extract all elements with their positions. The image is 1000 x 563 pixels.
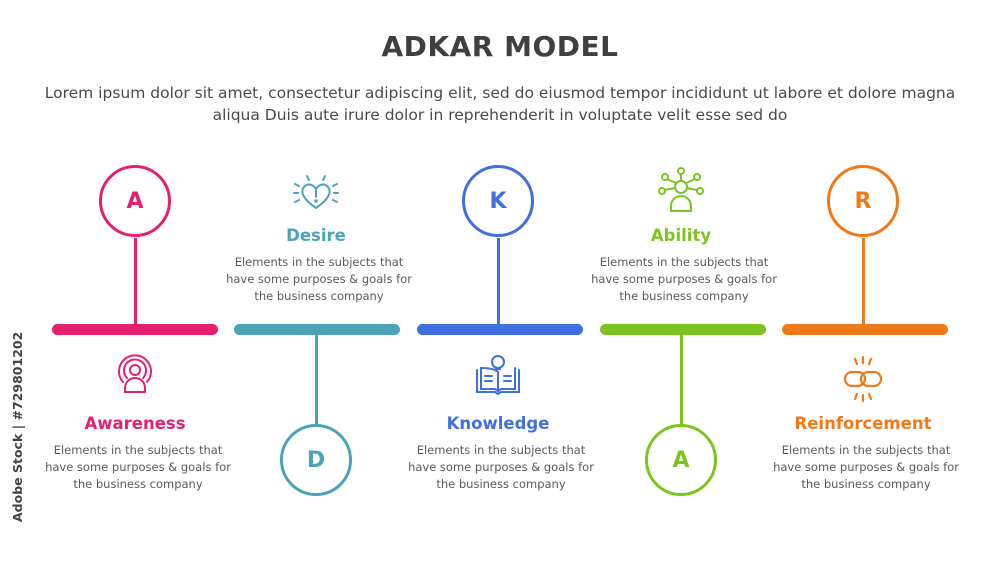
heart-alert-icon bbox=[289, 168, 343, 222]
step-description-desire: Elements in the subjects that have some … bbox=[226, 255, 412, 303]
person-broadcast-icon bbox=[108, 348, 162, 402]
page-subtitle: Lorem ipsum dolor sit amet, consectetur … bbox=[44, 84, 956, 124]
step-label-knowledge: Knowledge bbox=[446, 414, 550, 433]
chain-link-icon bbox=[836, 352, 890, 406]
step-description-knowledge: Elements in the subjects that have some … bbox=[408, 443, 594, 491]
book-lightbulb-icon bbox=[471, 348, 525, 402]
circle-ability: A bbox=[645, 424, 717, 496]
step-description-awareness: Elements in the subjects that have some … bbox=[45, 443, 231, 491]
circle-desire: D bbox=[280, 424, 352, 496]
timeline-bar-reinforcement bbox=[782, 324, 948, 335]
stem-awareness bbox=[134, 238, 137, 328]
timeline-bar-ability bbox=[600, 324, 766, 335]
stem-reinforcement bbox=[862, 238, 865, 328]
circle-reinforcement: R bbox=[827, 165, 899, 237]
circle-knowledge: K bbox=[462, 165, 534, 237]
step-description-ability: Elements in the subjects that have some … bbox=[591, 255, 777, 303]
timeline-bar-knowledge bbox=[417, 324, 583, 335]
stem-desire bbox=[315, 332, 318, 424]
person-network-icon bbox=[654, 165, 708, 219]
step-label-reinforcement: Reinforcement bbox=[794, 414, 932, 433]
step-description-reinforcement: Elements in the subjects that have some … bbox=[773, 443, 959, 491]
timeline-bar-desire bbox=[234, 324, 400, 335]
page-title: ADKAR MODEL bbox=[381, 30, 619, 63]
step-label-awareness: Awareness bbox=[84, 414, 186, 433]
stock-watermark: Adobe Stock | #729801202 bbox=[10, 331, 25, 522]
step-label-desire: Desire bbox=[286, 226, 346, 245]
stem-ability bbox=[680, 332, 683, 424]
stem-knowledge bbox=[497, 238, 500, 328]
timeline-bar-awareness bbox=[52, 324, 218, 335]
step-label-ability: Ability bbox=[650, 226, 712, 245]
circle-awareness: A bbox=[99, 165, 171, 237]
